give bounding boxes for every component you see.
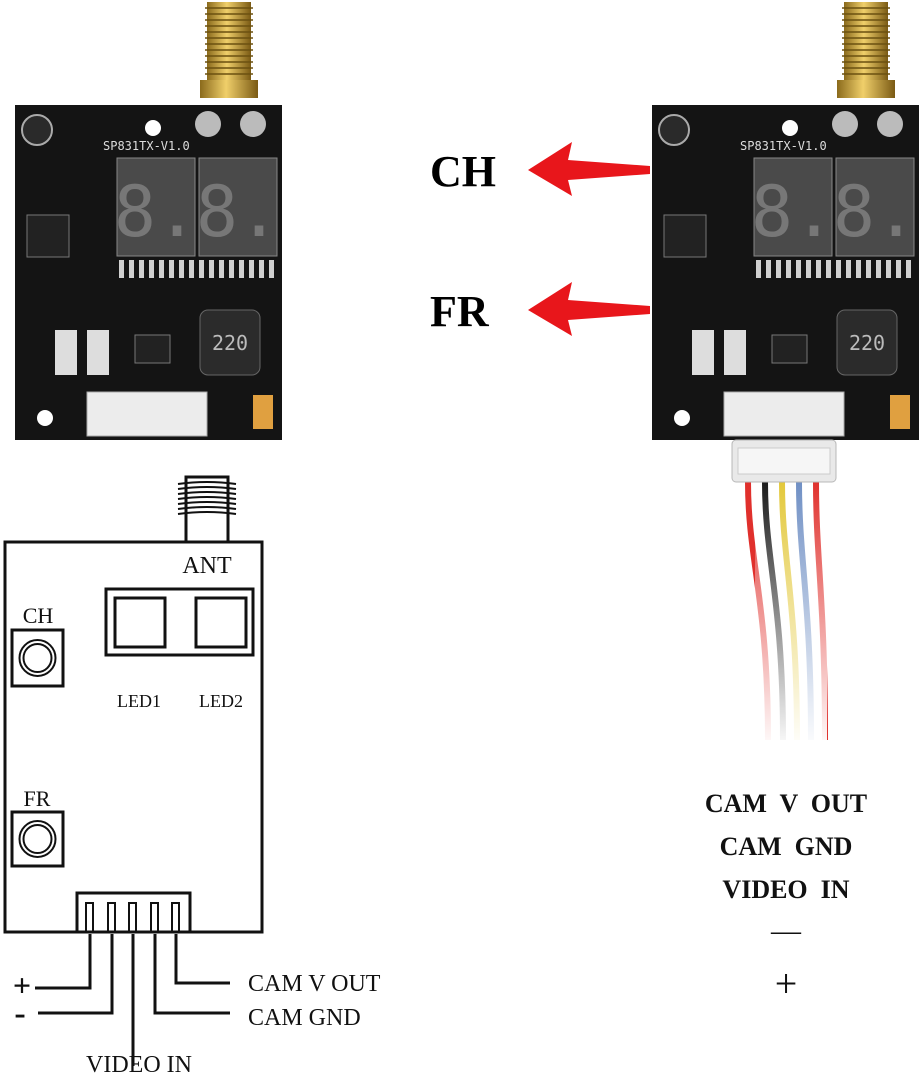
fr-button — [10, 810, 65, 868]
legend-plus: + — [775, 961, 798, 1006]
inductor-marking: 220 — [212, 331, 248, 355]
cable-harness — [731, 439, 837, 750]
inductor — [199, 309, 261, 376]
cam-gnd-label: CAM GND — [248, 1005, 361, 1031]
led2-display — [194, 596, 248, 649]
callout-fr: FR — [430, 282, 650, 336]
transmitter-photo-front: SP831TX-V1.0 8.8. 220 — [15, 2, 282, 440]
fr-arrow — [528, 282, 650, 336]
led1-label: LED1 — [117, 691, 161, 711]
ch-button — [10, 628, 65, 688]
connector — [723, 391, 845, 437]
led2-label: LED2 — [199, 691, 243, 711]
chip — [663, 214, 707, 258]
inductor — [836, 309, 898, 376]
pin-header — [75, 891, 192, 934]
seven-segment-display — [753, 157, 833, 257]
connector — [86, 391, 208, 437]
legend-cam-gnd: CAM GND — [720, 832, 853, 861]
antenna-connector-icon — [177, 475, 237, 544]
led1-display — [113, 596, 167, 649]
ant-label: ANT — [182, 553, 232, 579]
transmitter-photo-with-cable: SP831TX-V1.0 8.8. 220 — [652, 2, 919, 440]
seven-segment-display — [835, 157, 915, 257]
ch-arrow — [528, 142, 650, 196]
seven-segment-display — [116, 157, 196, 257]
microphone — [658, 114, 690, 146]
display-digit: 8. — [114, 171, 198, 253]
ch-callout-label: CH — [430, 147, 496, 196]
pin-leads — [35, 934, 230, 1066]
schematic-labels: ANT CH FR LED1 LED2 + - VIDEO IN CAM V O… — [13, 553, 381, 1075]
plus-label: + — [13, 967, 31, 1003]
callout-ch: CH — [430, 142, 650, 196]
ch-label: CH — [23, 603, 54, 628]
legend-video-in: VIDEO IN — [722, 875, 849, 904]
board-silkscreen: SP831TX-V1.0 — [740, 139, 827, 153]
microphone — [21, 114, 53, 146]
wire-legend: CAM V OUT CAM GND VIDEO IN — + — [705, 789, 867, 1006]
schematic — [3, 475, 264, 1066]
led-housing — [104, 587, 255, 657]
video-in-label: VIDEO IN — [86, 1052, 192, 1075]
display-digit: 8. — [196, 171, 280, 253]
minus-label: - — [14, 995, 25, 1032]
legend-minus: — — [770, 914, 802, 947]
cam-v-out-label: CAM V OUT — [248, 971, 381, 997]
inductor-marking: 220 — [849, 331, 885, 355]
board-silkscreen: SP831TX-V1.0 — [103, 139, 190, 153]
board-outline — [3, 540, 264, 934]
legend-cam-v-out: CAM V OUT — [705, 789, 867, 818]
display-digit: 8. — [833, 171, 917, 253]
fr-label: FR — [24, 786, 51, 811]
fr-callout-label: FR — [430, 287, 490, 336]
seven-segment-display — [198, 157, 278, 257]
display-digit: 8. — [751, 171, 835, 253]
chip — [26, 214, 70, 258]
